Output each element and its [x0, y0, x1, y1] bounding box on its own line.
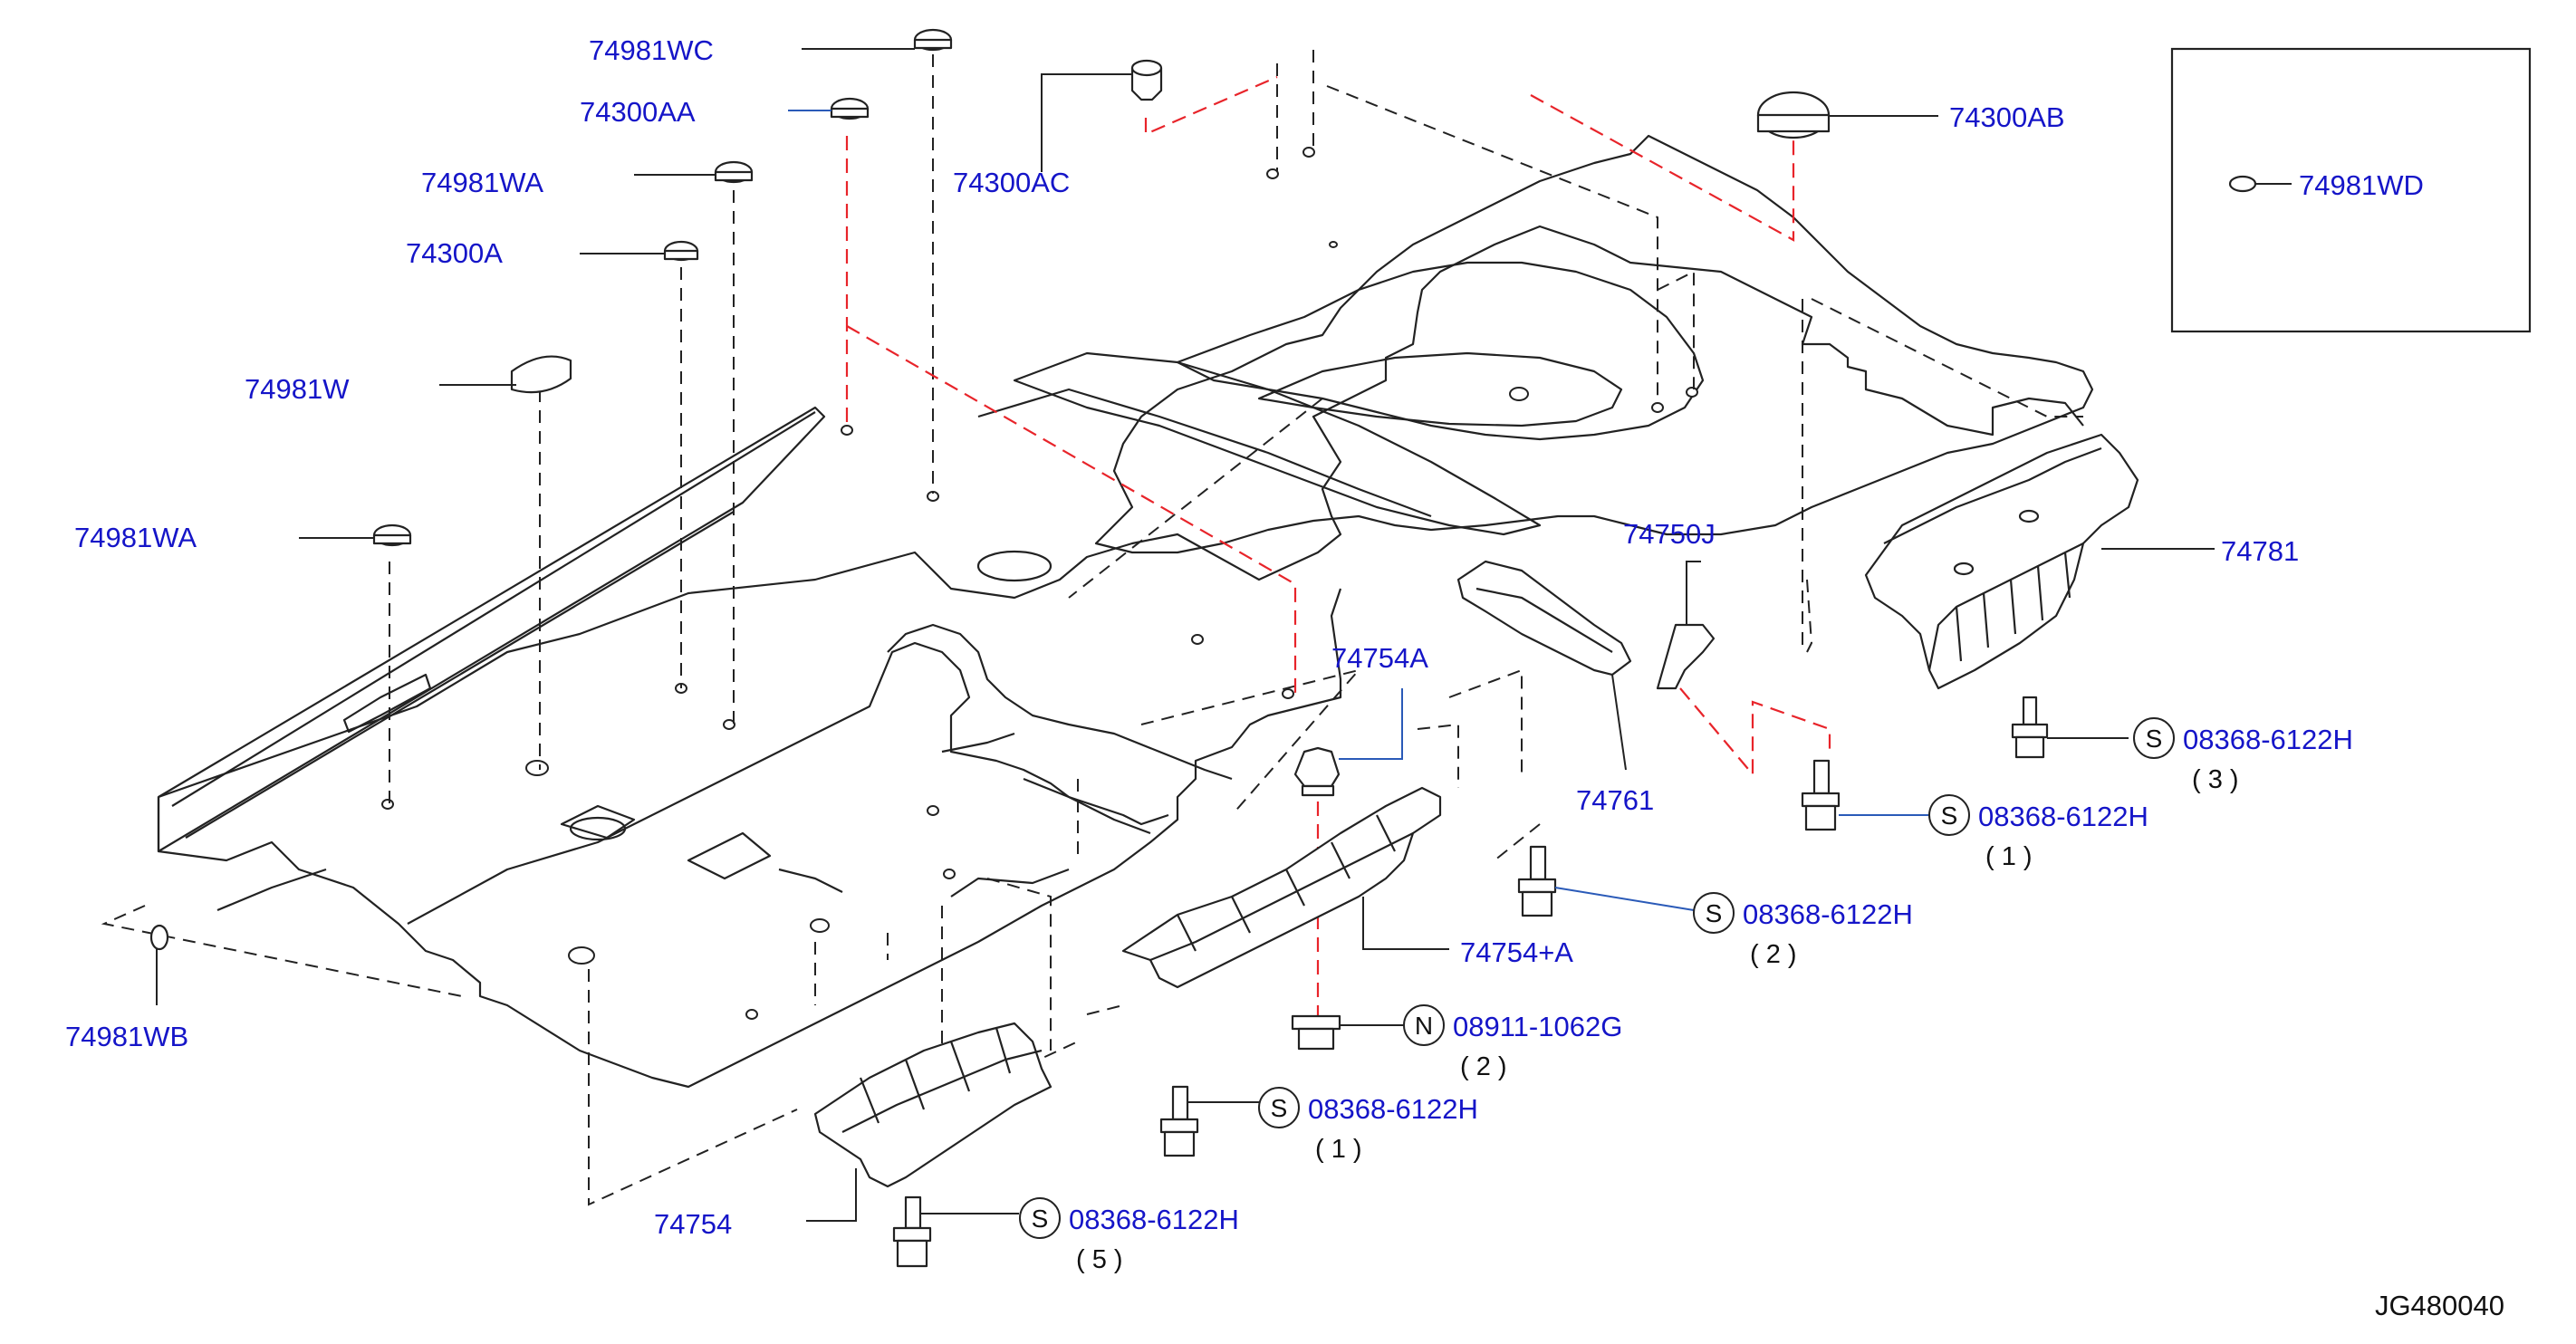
fastener-symbol: S	[2146, 725, 2163, 753]
fastener-part-number[interactable]: 08368-6122H	[2183, 724, 2353, 755]
fastener-part-number[interactable]: 08368-6122H	[1743, 898, 1913, 930]
plugs	[149, 28, 1938, 1005]
bolt-74761-icon	[1801, 759, 1929, 831]
label-74981WD[interactable]: 74981WD	[2299, 169, 2424, 201]
fastener-part-number[interactable]: 08368-6122H	[1978, 801, 2148, 832]
label-74300AA[interactable]: 74300AA	[580, 96, 696, 128]
fastener-symbol: S	[1941, 802, 1958, 830]
plug-74981WD-icon	[2228, 175, 2257, 193]
bolts	[892, 696, 2129, 1268]
label-74754[interactable]: 74754	[654, 1208, 732, 1240]
part-labels: 74981WC 74300AA 74981WA 74300A 74981W 74…	[65, 34, 2424, 1240]
fastener-symbol: N	[1415, 1012, 1433, 1040]
label-74981WA-top[interactable]: 74981WA	[421, 167, 543, 198]
fastener-qty: ( 1 )	[1985, 842, 2033, 871]
fastener-symbol: S	[1032, 1205, 1049, 1233]
fastener-qty: ( 2 )	[1750, 940, 1797, 969]
label-74981W[interactable]: 74981W	[245, 373, 350, 405]
plug-74981WB-icon	[149, 924, 169, 951]
rear-panel-74781	[1864, 433, 2215, 690]
label-74781[interactable]: 74781	[2221, 535, 2299, 567]
bolt-74754-lower-icon	[892, 1195, 1019, 1268]
callout-symbols	[1019, 717, 2175, 1239]
fastener-qty: ( 2 )	[1460, 1052, 1507, 1081]
label-74300A[interactable]: 74300A	[406, 237, 503, 269]
bolt-74754-upper-icon	[1159, 1085, 1259, 1157]
floor-panel	[157, 134, 2094, 1089]
fastener-symbol: S	[1271, 1094, 1288, 1122]
fastener-qty: ( 5 )	[1076, 1245, 1123, 1274]
inset-box	[2170, 47, 2532, 333]
heat-shield-74754plusA	[1121, 786, 1449, 989]
fastener-qty: ( 3 )	[2192, 765, 2239, 794]
alignment-lines	[101, 50, 2083, 1206]
label-74981WA-left[interactable]: 74981WA	[74, 522, 197, 553]
heat-shield-74754	[806, 1022, 1053, 1222]
label-74754plusA[interactable]: 74754+A	[1460, 936, 1573, 968]
label-74981WC[interactable]: 74981WC	[589, 34, 714, 66]
fastener-part-number[interactable]: 08911-1062G	[1453, 1011, 1622, 1042]
fastener-symbol: S	[1706, 899, 1723, 927]
bolt-74754plusA-icon	[1517, 845, 1695, 917]
bracket-74761	[1456, 560, 1632, 771]
fastener-qty: ( 1 )	[1315, 1135, 1362, 1164]
bracket-74750J	[1656, 561, 1716, 690]
label-74981WB[interactable]: 74981WB	[65, 1021, 188, 1052]
fastener-labels: S 08368-6122H ( 3 ) S 08368-6122H ( 1 ) …	[1032, 724, 2353, 1274]
fastener-part-number[interactable]: 08368-6122H	[1069, 1204, 1239, 1235]
label-74750J[interactable]: 74750J	[1623, 518, 1716, 550]
plug-74981W-icon	[510, 355, 572, 394]
bolt-74781-icon	[2011, 696, 2129, 759]
label-74300AB[interactable]: 74300AB	[1949, 101, 2065, 133]
label-74754A[interactable]: 74754A	[1331, 642, 1428, 674]
label-74761[interactable]: 74761	[1576, 784, 1654, 816]
nut-74754A-icon	[1291, 1014, 1404, 1051]
label-74300AC[interactable]: 74300AC	[953, 167, 1070, 198]
clip-74754A	[1293, 688, 1403, 797]
fastener-part-number[interactable]: 08368-6122H	[1308, 1093, 1478, 1125]
diagram-code: JG480040	[2375, 1290, 2504, 1321]
